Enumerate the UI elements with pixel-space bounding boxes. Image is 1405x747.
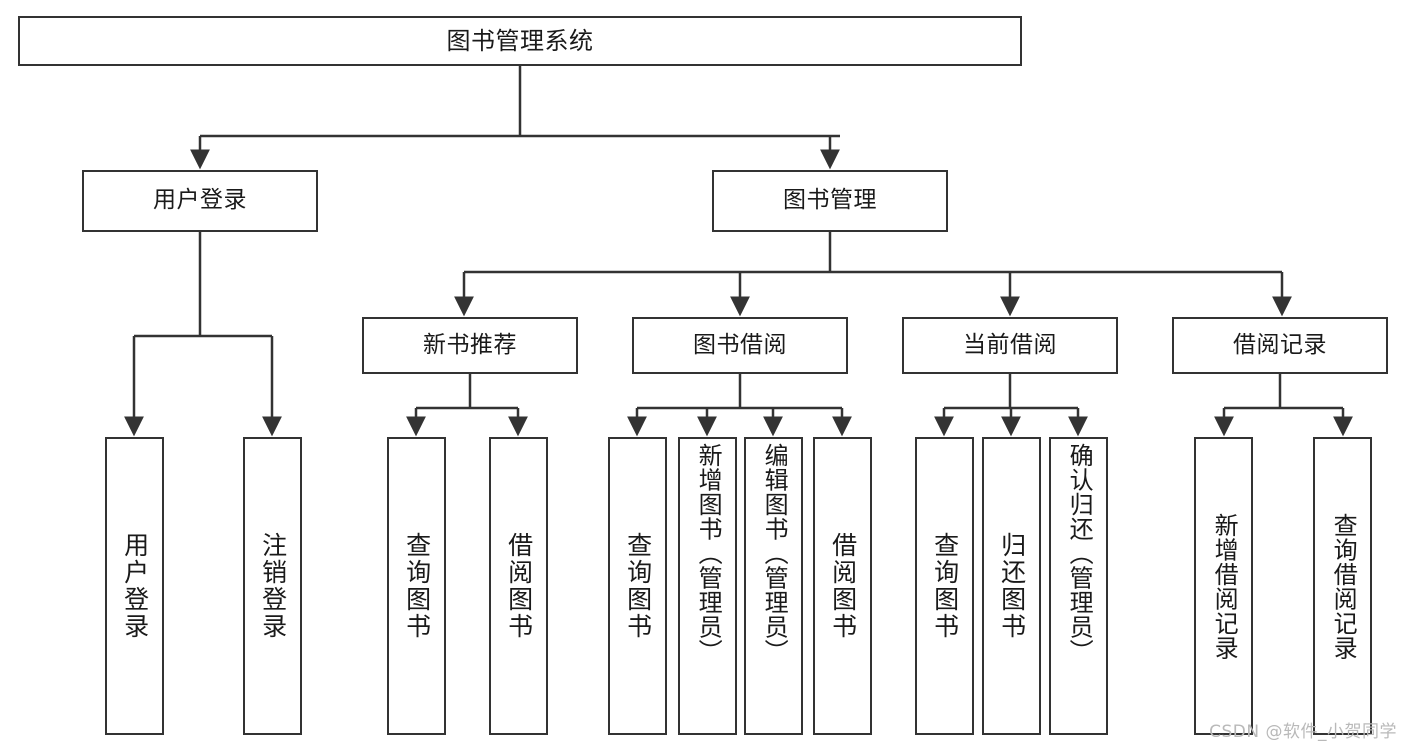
node-book-management-label: 图书管理 — [783, 187, 877, 214]
node-leaf-logout-label: 注销登录 — [258, 532, 288, 640]
node-book-borrow[interactable]: 图书借阅 — [632, 317, 848, 374]
node-new-book-recommend[interactable]: 新书推荐 — [362, 317, 578, 374]
node-leaf-edit-book-admin[interactable]: 编辑图书（管理员） — [744, 437, 803, 735]
node-leaf-user-login-label: 用户登录 — [120, 532, 150, 640]
node-leaf-borrow-book-borrow-label: 借阅图书 — [828, 532, 858, 640]
csdn-watermark: CSDN @软件_小贺同学 — [1209, 722, 1397, 742]
node-leaf-add-borrow-record-label: 新增借阅记录 — [1210, 512, 1239, 660]
node-leaf-query-book-newbook[interactable]: 查询图书 — [387, 437, 446, 735]
node-current-borrow-label: 当前借阅 — [963, 331, 1057, 358]
node-leaf-confirm-return-admin[interactable]: 确认归还（管理员） — [1049, 437, 1108, 735]
node-leaf-query-book-current-label: 查询图书 — [930, 532, 960, 640]
node-leaf-logout[interactable]: 注销登录 — [243, 437, 302, 735]
node-user-login-label: 用户登录 — [153, 187, 247, 214]
node-leaf-add-book-admin[interactable]: 新增图书（管理员） — [678, 437, 737, 735]
node-borrow-record-label: 借阅记录 — [1233, 331, 1327, 358]
node-leaf-query-book-borrow-label: 查询图书 — [623, 532, 653, 640]
node-leaf-query-book-borrow[interactable]: 查询图书 — [608, 437, 667, 735]
node-leaf-add-borrow-record[interactable]: 新增借阅记录 — [1194, 437, 1253, 735]
node-leaf-borrow-book-newbook[interactable]: 借阅图书 — [489, 437, 548, 735]
node-leaf-add-book-admin-label: 新增图书（管理员） — [694, 443, 723, 664]
node-new-book-recommend-label: 新书推荐 — [423, 331, 517, 358]
node-leaf-confirm-return-admin-label: 确认归还（管理员） — [1065, 443, 1094, 664]
node-leaf-borrow-book-borrow[interactable]: 借阅图书 — [813, 437, 872, 735]
node-leaf-user-login[interactable]: 用户登录 — [105, 437, 164, 735]
node-leaf-query-borrow-record[interactable]: 查询借阅记录 — [1313, 437, 1372, 735]
node-book-borrow-label: 图书借阅 — [693, 331, 787, 358]
node-borrow-record[interactable]: 借阅记录 — [1172, 317, 1388, 374]
node-leaf-query-borrow-record-label: 查询借阅记录 — [1329, 512, 1358, 660]
node-root-system[interactable]: 图书管理系统 — [18, 16, 1022, 66]
node-current-borrow[interactable]: 当前借阅 — [902, 317, 1118, 374]
node-leaf-edit-book-admin-label: 编辑图书（管理员） — [760, 443, 789, 664]
node-leaf-query-book-newbook-label: 查询图书 — [402, 532, 432, 640]
node-leaf-return-book[interactable]: 归还图书 — [982, 437, 1041, 735]
node-book-management[interactable]: 图书管理 — [712, 170, 948, 232]
node-leaf-return-book-label: 归还图书 — [997, 532, 1027, 640]
node-leaf-query-book-current[interactable]: 查询图书 — [915, 437, 974, 735]
node-user-login[interactable]: 用户登录 — [82, 170, 318, 232]
node-leaf-borrow-book-newbook-label: 借阅图书 — [504, 532, 534, 640]
node-root-system-label: 图书管理系统 — [446, 26, 594, 55]
